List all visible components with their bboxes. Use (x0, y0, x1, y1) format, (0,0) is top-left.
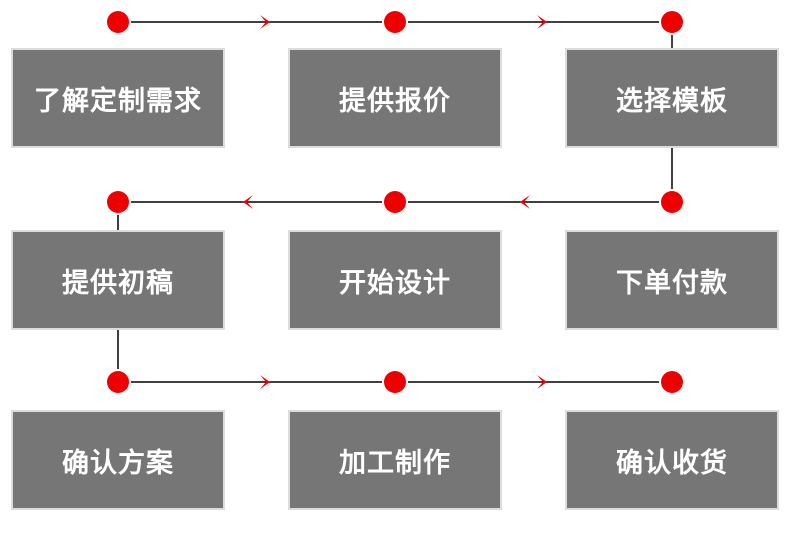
arrow-icon (243, 195, 253, 209)
arrow-icon (537, 375, 547, 389)
step-label-7: 确认方案 (62, 447, 174, 479)
node-icon (382, 369, 408, 395)
step-box-7: 确认方案 (11, 410, 225, 510)
step-box-4: 下单付款 (565, 230, 779, 330)
step-label-6: 提供初稿 (62, 267, 174, 299)
step-label-5: 开始设计 (339, 267, 451, 299)
step-box-3: 选择模板 (565, 48, 779, 148)
node-icon (382, 9, 408, 35)
step-box-6: 提供初稿 (11, 230, 225, 330)
arrow-icon (260, 15, 270, 29)
step-label-9: 确认收货 (616, 447, 728, 479)
step-label-2: 提供报价 (339, 85, 451, 117)
step-label-8: 加工制作 (339, 447, 451, 479)
step-box-9: 确认收货 (565, 410, 779, 510)
node-icon (105, 9, 131, 35)
node-icon (105, 189, 131, 215)
step-box-2: 提供报价 (288, 48, 502, 148)
node-icon (659, 369, 685, 395)
step-label-1: 了解定制需求 (34, 85, 202, 117)
step-box-1: 了解定制需求 (11, 48, 225, 148)
node-icon (659, 9, 685, 35)
step-label-4: 下单付款 (616, 267, 728, 299)
arrow-icon (520, 195, 530, 209)
step-label-3: 选择模板 (616, 85, 728, 117)
arrow-icon (260, 375, 270, 389)
step-box-8: 加工制作 (288, 410, 502, 510)
node-icon (105, 369, 131, 395)
node-icon (382, 189, 408, 215)
step-box-5: 开始设计 (288, 230, 502, 330)
node-icon (659, 189, 685, 215)
arrow-icon (537, 15, 547, 29)
